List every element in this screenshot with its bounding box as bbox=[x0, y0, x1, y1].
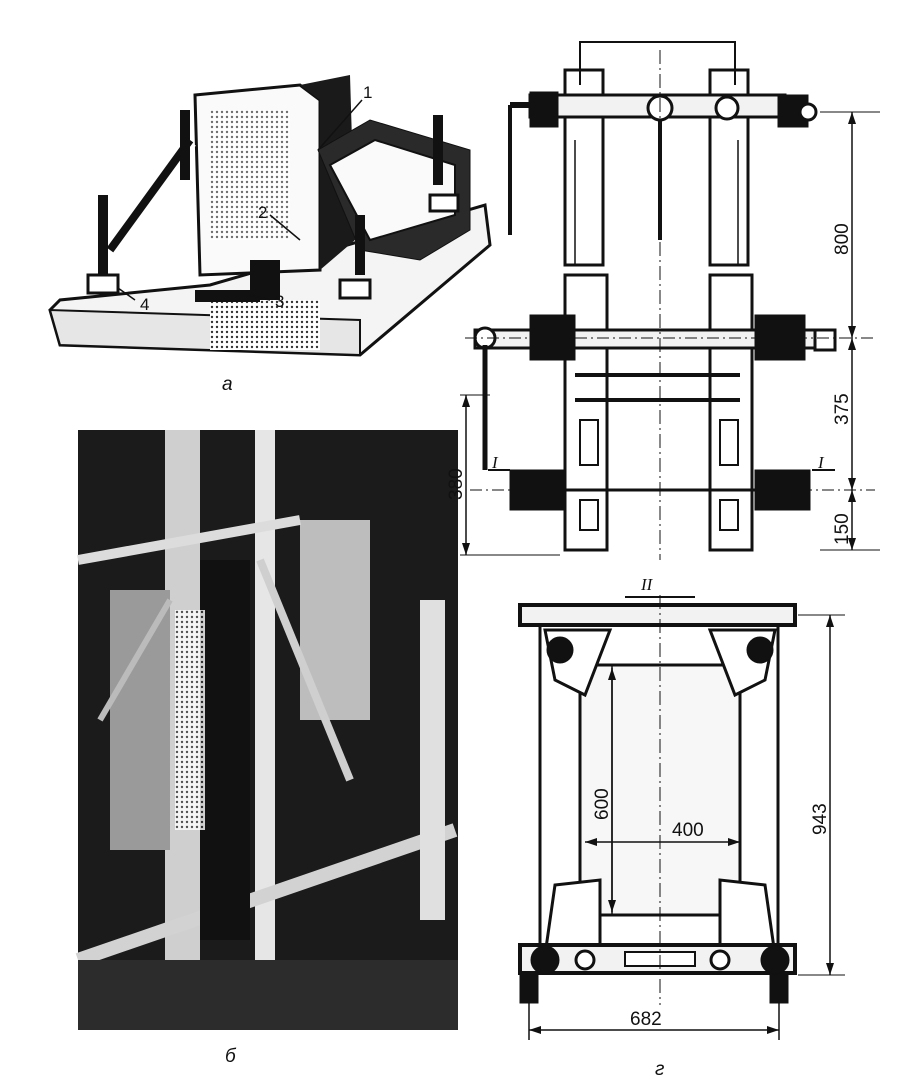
dim-400: 400 bbox=[672, 820, 704, 841]
dim-375: 375 bbox=[832, 393, 853, 425]
callout-1: 1 bbox=[363, 83, 372, 102]
panel-g-drawing bbox=[518, 595, 845, 1040]
section-mark-ii: II bbox=[640, 575, 654, 594]
dim-380: 380 bbox=[446, 468, 467, 500]
panel-b-photo bbox=[75, 430, 458, 1030]
panel-a-sketch bbox=[48, 75, 492, 357]
dim-943: 943 bbox=[810, 803, 831, 835]
panel-v-drawing bbox=[460, 41, 880, 560]
callout-2: 2 bbox=[258, 203, 267, 222]
section-mark-i-left: I bbox=[491, 453, 499, 472]
dim-800: 800 bbox=[832, 223, 853, 255]
dim-682: 682 bbox=[630, 1009, 662, 1030]
panel-b-letter: б bbox=[225, 1046, 237, 1067]
dim-150: 150 bbox=[832, 513, 853, 545]
callout-3: 3 bbox=[275, 292, 284, 311]
panel-a-letter: а bbox=[222, 374, 233, 395]
callout-4: 4 bbox=[140, 295, 149, 314]
panel-g-letter: г bbox=[655, 1059, 664, 1080]
section-mark-i-right: I bbox=[817, 453, 825, 472]
dim-600: 600 bbox=[592, 788, 613, 820]
